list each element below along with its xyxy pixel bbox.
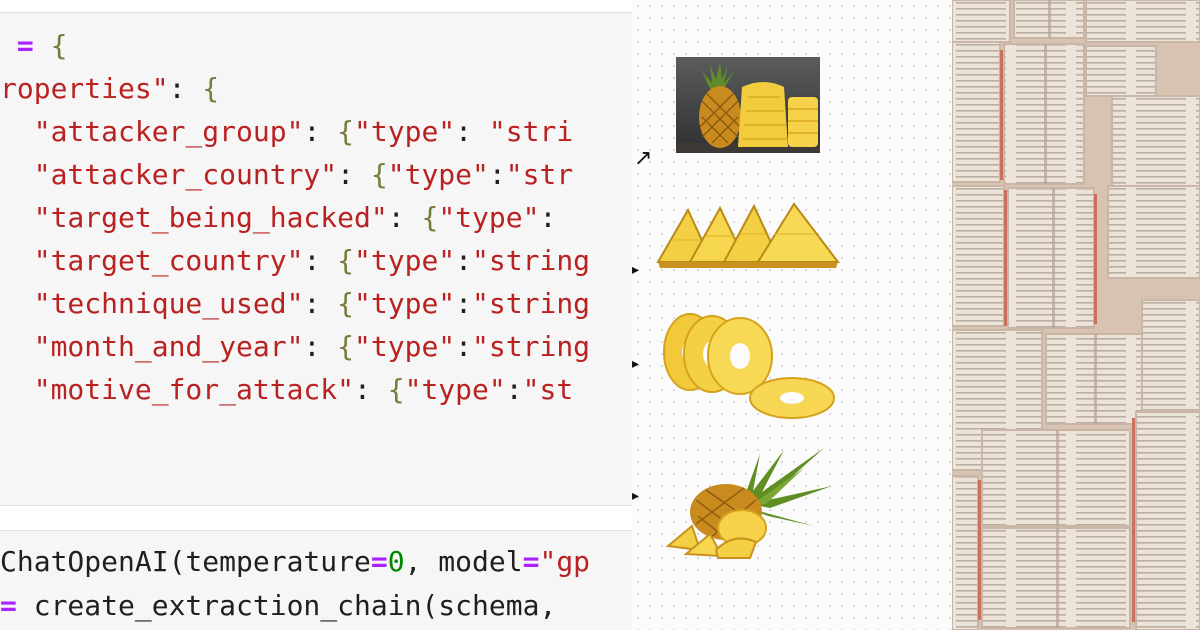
code-token: : bbox=[303, 330, 338, 363]
code-token: "type" bbox=[354, 115, 456, 148]
code-line: ChatOpenAI(temperature=0, model="gp bbox=[0, 545, 590, 579]
code-token: "type" bbox=[438, 201, 540, 234]
code-token: : bbox=[539, 201, 574, 234]
code-token: "attacker_group" bbox=[0, 115, 304, 148]
dotted-canvas-panel: ↗ ▸ ▸ ▸ bbox=[632, 0, 952, 630]
code-token: { bbox=[337, 287, 355, 320]
code-token: : bbox=[387, 201, 422, 234]
code-token: 0 bbox=[387, 545, 405, 578]
code-token: = bbox=[370, 545, 388, 578]
peeled-pineapple bbox=[738, 82, 788, 147]
code-token: { bbox=[50, 29, 68, 62]
code-token: "technique_used" bbox=[0, 287, 304, 320]
code-token: "str bbox=[505, 158, 574, 191]
pineapple-rings bbox=[663, 313, 835, 419]
code-cell-schema[interactable]: = {roperties": { "attacker_group": {"typ… bbox=[0, 12, 632, 506]
code-token: "target_being_hacked" bbox=[0, 201, 388, 234]
code-token: { bbox=[387, 373, 405, 406]
code-token: { bbox=[421, 201, 439, 234]
code-token: : bbox=[505, 373, 523, 406]
code-token: , model bbox=[404, 545, 523, 578]
code-token: : bbox=[488, 158, 506, 191]
arrow-icon: ↗ bbox=[634, 146, 653, 171]
code-token: "type" bbox=[354, 244, 456, 277]
pineapple-triangle-wedges bbox=[656, 202, 841, 268]
code-cell-llm[interactable]: ChatOpenAI(temperature=0, model="gp= cre… bbox=[0, 530, 632, 630]
code-line: "target_being_hacked": {"type": bbox=[0, 201, 573, 235]
code-token: : bbox=[337, 158, 371, 191]
code-token: { bbox=[337, 330, 355, 363]
pineapple-whole-and-peeled-photo bbox=[676, 57, 820, 153]
code-token: : bbox=[455, 287, 473, 320]
code-token: "st bbox=[522, 373, 574, 406]
code-line: "target_country": {"type":"string bbox=[0, 244, 590, 278]
code-line: "month_and_year": {"type":"string bbox=[0, 330, 590, 364]
code-line: = create_extraction_chain(schema, bbox=[0, 589, 573, 623]
code-token: create_extraction_chain(schema, bbox=[16, 589, 574, 622]
open-books-icon bbox=[952, 0, 1200, 630]
code-token: { bbox=[337, 115, 355, 148]
code-token: = bbox=[522, 545, 540, 578]
arrow-icon: ▸ bbox=[632, 356, 640, 372]
code-line: "technique_used": {"type":"string bbox=[0, 287, 590, 321]
code-token: : bbox=[303, 115, 338, 148]
photo-table bbox=[676, 143, 820, 153]
code-line: "attacker_group": {"type": "stri bbox=[0, 115, 573, 149]
code-token: { bbox=[370, 158, 388, 191]
code-token: : bbox=[455, 330, 473, 363]
code-editor-panel: = {roperties": { "attacker_group": {"typ… bbox=[0, 12, 632, 630]
open-books-collage-photo bbox=[952, 0, 1200, 630]
code-token: "motive_for_attack" bbox=[0, 373, 355, 406]
code-token: ChatOpenAI(temperature bbox=[0, 545, 371, 578]
code-token: "string bbox=[472, 244, 591, 277]
code-token: : bbox=[303, 287, 338, 320]
code-token: "attacker_country" bbox=[0, 158, 338, 191]
whole-pineapple bbox=[699, 61, 741, 148]
code-token: : bbox=[303, 244, 338, 277]
pineapple-with-crown-and-chunks bbox=[665, 448, 832, 559]
pineapple-slices bbox=[788, 97, 818, 147]
code-token: { bbox=[337, 244, 355, 277]
code-token: : bbox=[455, 244, 473, 277]
code-token: : bbox=[354, 373, 388, 406]
code-token: "string bbox=[472, 330, 591, 363]
code-token: = bbox=[0, 589, 17, 622]
code-token: { bbox=[202, 72, 220, 105]
code-token: "type" bbox=[354, 330, 456, 363]
code-line: roperties": { bbox=[0, 72, 219, 106]
code-token: "type" bbox=[404, 373, 506, 406]
code-token: : bbox=[455, 115, 489, 148]
code-token: = bbox=[0, 29, 51, 62]
code-line: "attacker_country": {"type":"str bbox=[0, 158, 573, 192]
code-token: "month_and_year" bbox=[0, 330, 304, 363]
code-line: "motive_for_attack": {"type":"st bbox=[0, 373, 573, 407]
code-token: "target_country" bbox=[0, 244, 304, 277]
code-token: "type" bbox=[354, 287, 456, 320]
code-line: = { bbox=[0, 29, 68, 63]
code-token: "string bbox=[472, 287, 591, 320]
code-token: "gp bbox=[539, 545, 591, 578]
arrow-icon: ▸ bbox=[632, 262, 640, 278]
code-token: "stri bbox=[488, 115, 574, 148]
code-token: roperties" bbox=[0, 72, 169, 105]
arrow-icon: ▸ bbox=[632, 488, 640, 504]
code-token: "type" bbox=[387, 158, 489, 191]
code-token: : bbox=[168, 72, 203, 105]
